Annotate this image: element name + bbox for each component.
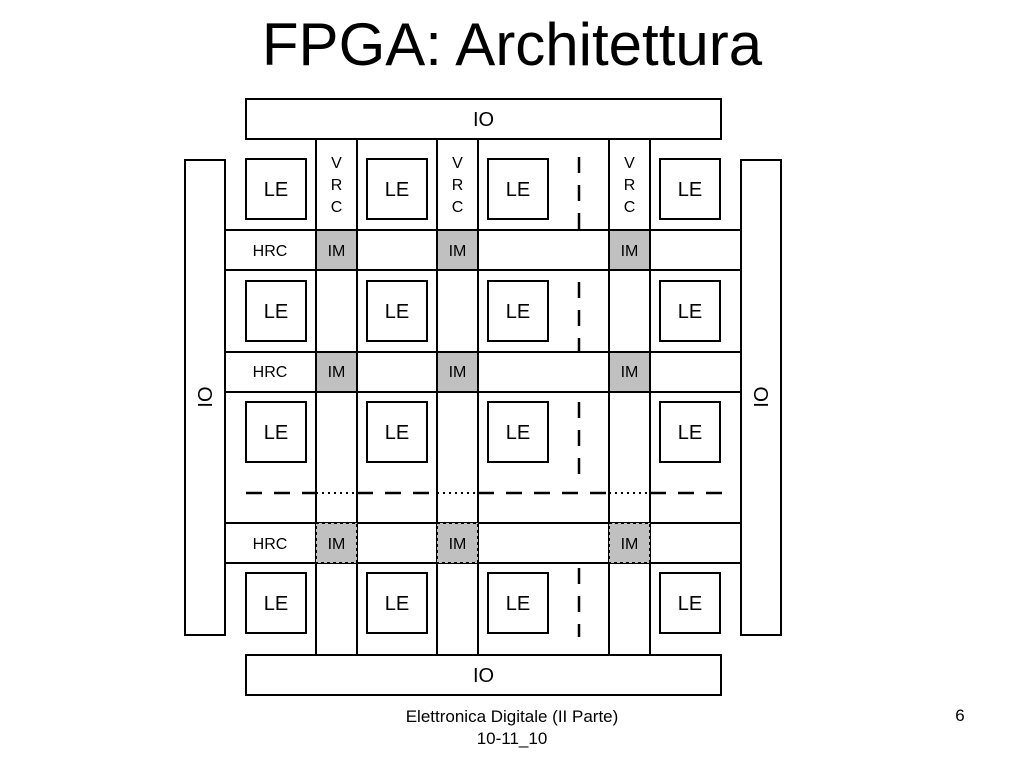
le-label: LE	[385, 422, 409, 444]
slide-footer: Elettronica Digitale (II Parte) 10-11_10	[312, 706, 712, 750]
le-label: LE	[506, 593, 530, 615]
vrc-letter-r: R	[624, 177, 636, 194]
le-label: LE	[264, 301, 288, 323]
im-block: IM	[315, 522, 358, 564]
le-label: LE	[264, 179, 288, 201]
le-label: LE	[506, 422, 530, 444]
hrc-label-1: HRC	[253, 243, 288, 260]
im-block: IM	[315, 229, 358, 271]
le-row-2: LE LE LE LE	[245, 280, 721, 342]
le-row-3: LE LE LE LE	[245, 401, 721, 463]
hrc-channel-row-3	[224, 522, 742, 564]
io-top-label: IO	[473, 109, 494, 131]
io-bottom-label: IO	[473, 665, 494, 687]
im-block: IM	[436, 351, 479, 393]
im-block: IM	[608, 522, 651, 564]
slide-page-number: 6	[955, 706, 965, 725]
io-top-block: IO	[245, 98, 722, 140]
io-right-label: IO	[751, 386, 773, 407]
im-label: IM	[621, 364, 639, 381]
hrc-label-3: HRC	[253, 536, 288, 553]
vrc-letter-c: C	[452, 199, 464, 216]
le-label: LE	[678, 422, 702, 444]
vrc-label-1: V R C	[331, 155, 343, 216]
io-left-block: IO	[184, 159, 226, 636]
vrc-label-3: V R C	[624, 155, 636, 216]
io-right-block: IO	[740, 159, 782, 636]
vrc-letter-c: C	[331, 199, 343, 216]
footer-course-title: Elettronica Digitale (II Parte)	[405, 707, 619, 726]
io-left-label: IO	[195, 386, 217, 407]
im-label: IM	[621, 536, 639, 553]
le-label: LE	[385, 179, 409, 201]
le-label: LE	[506, 179, 530, 201]
im-label: IM	[328, 243, 346, 260]
im-block: IM	[608, 351, 651, 393]
le-label: LE	[678, 179, 702, 201]
footer-date-code: 10-11_10	[476, 729, 548, 748]
vrc-letter-r: R	[452, 177, 464, 194]
le-label: LE	[264, 422, 288, 444]
io-bottom-block: IO	[245, 654, 722, 696]
im-block: IM	[315, 351, 358, 393]
vrc-letter-c: C	[624, 199, 636, 216]
im-label: IM	[449, 364, 467, 381]
im-label: IM	[328, 536, 346, 553]
slide-title: FPGA: Architettura	[261, 11, 763, 78]
le-label: LE	[264, 593, 288, 615]
im-block: IM	[608, 229, 651, 271]
vrc-label-2: V R C	[452, 155, 464, 216]
le-label: LE	[385, 593, 409, 615]
vrc-letter-v: V	[331, 155, 342, 172]
im-label: IM	[449, 243, 467, 260]
le-label: LE	[506, 301, 530, 323]
le-row-4: LE LE LE LE	[245, 572, 721, 634]
le-label: LE	[678, 593, 702, 615]
im-block: IM	[436, 522, 479, 564]
im-label: IM	[328, 364, 346, 381]
vrc-letter-r: R	[331, 177, 343, 194]
hrc-channel-row-1	[224, 229, 742, 271]
vertical-channel-borders	[315, 139, 651, 655]
vrc-letter-v: V	[624, 155, 635, 172]
le-label: LE	[385, 301, 409, 323]
im-label: IM	[621, 243, 639, 260]
continuation-dots	[315, 229, 651, 564]
le-label: LE	[678, 301, 702, 323]
hrc-channel-row-2	[224, 351, 742, 393]
im-block: IM	[436, 229, 479, 271]
hrc-label-2: HRC	[253, 364, 288, 381]
le-row-1: LE LE LE LE	[245, 158, 721, 220]
vrc-letter-v: V	[452, 155, 463, 172]
im-label: IM	[449, 536, 467, 553]
